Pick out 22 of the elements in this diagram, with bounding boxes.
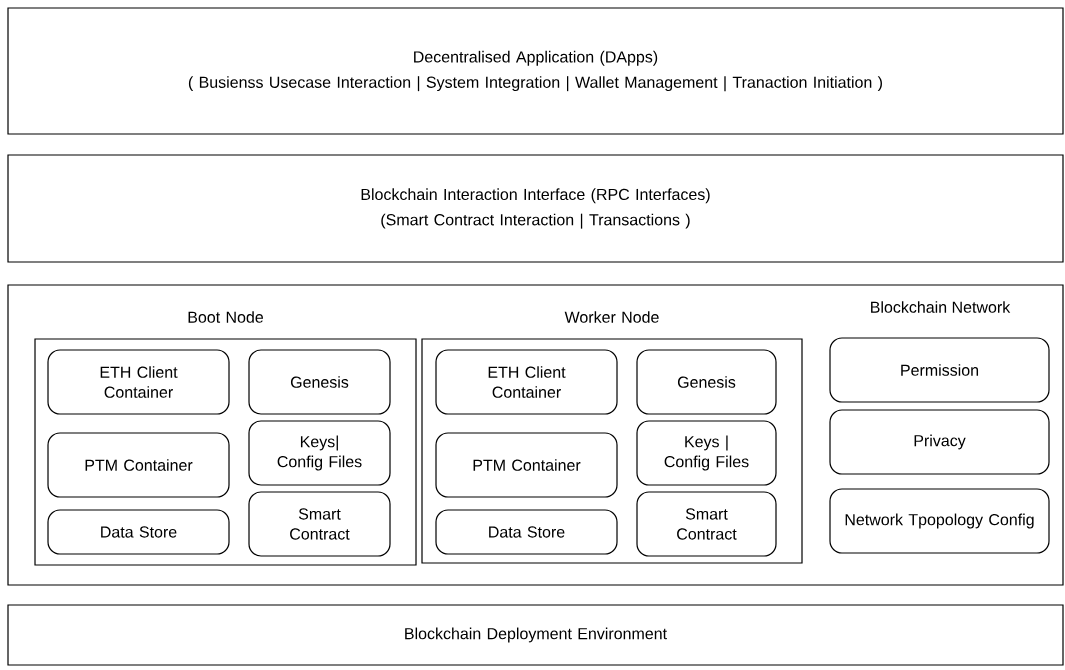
- component-box: Permission: [829, 337, 1050, 403]
- box-heading: Worker Node: [564, 311, 659, 323]
- component-box: Smart Contract: [248, 491, 391, 557]
- layer-box: Decentralised Application (DApps) ( Busienss Usecase Interaction | System Integration | Wallet Management | Tranaction Initiation ): [7, 7, 1064, 135]
- group-heading: Blockchain Network: [871, 301, 1011, 313]
- component-box: ETH Client Container: [47, 349, 230, 415]
- component-box: Data Store: [435, 509, 618, 555]
- layer-box: Blockchain Deployment Environment: [7, 604, 1064, 666]
- component-box: Smart Contract: [636, 491, 777, 557]
- component-box: PTM Container: [47, 432, 230, 498]
- box-heading: Boot Node: [188, 311, 263, 323]
- component-box: Privacy: [829, 409, 1050, 475]
- layer-box: Blockchain Interaction Interface (RPC Interfaces) (Smart Contract Interaction | Transactions ): [7, 154, 1064, 263]
- component-box: Keys| Config Files: [248, 420, 391, 486]
- component-box: Keys | Config Files: [636, 420, 777, 486]
- layer-box: [7, 284, 1064, 586]
- component-box: Network Tpopology Config: [829, 488, 1050, 554]
- component-box: Genesis: [636, 349, 777, 415]
- component-box: Data Store: [47, 509, 230, 555]
- component-box: ETH Client Container: [435, 349, 618, 415]
- component-box: PTM Container: [435, 432, 618, 498]
- component-box: Genesis: [248, 349, 391, 415]
